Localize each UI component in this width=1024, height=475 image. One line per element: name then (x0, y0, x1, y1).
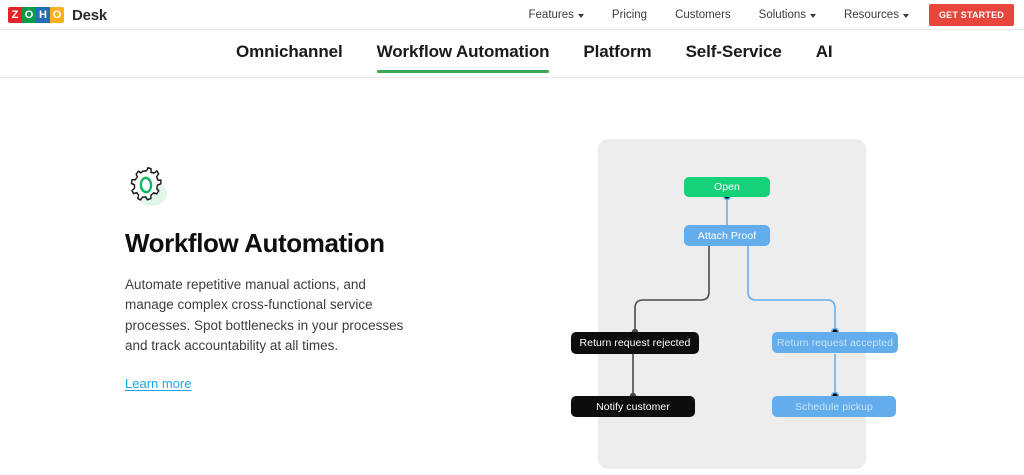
nav-label-features: Features (528, 9, 574, 21)
tab-workflow-automation[interactable]: Workflow Automation (376, 31, 550, 73)
top-navigation: Features Pricing Customers Solutions Res… (515, 0, 1024, 30)
nav-item-pricing[interactable]: Pricing (598, 0, 661, 30)
chevron-down-icon (809, 14, 816, 18)
nav-item-features[interactable]: Features (515, 0, 598, 30)
logo-tile-o2: O (50, 7, 64, 23)
nav-label-resources: Resources (843, 9, 899, 21)
learn-more-link[interactable]: Learn more (125, 375, 192, 391)
workflow-node-return-request-accepted[interactable]: Return request accepted (772, 332, 898, 353)
tab-omnichannel[interactable]: Omnichannel (236, 42, 343, 61)
nav-label-pricing: Pricing (611, 9, 648, 21)
feature-tabs: Omnichannel Workflow Automation Platform… (236, 31, 867, 78)
get-started-button[interactable]: GET STARTED (928, 4, 1014, 26)
logo-tile-h: H (36, 7, 50, 23)
feature-description: Automate repetitive manual actions, and … (125, 276, 404, 354)
logo-tile-o1: O (22, 7, 36, 23)
nav-item-solutions[interactable]: Solutions (745, 0, 830, 30)
workflow-node-attach-proof[interactable]: Attach Proof (684, 225, 770, 246)
feature-tab-bar: Omnichannel Workflow Automation Platform… (0, 31, 1024, 78)
gear-icon (125, 165, 171, 211)
zoho-logo-icon: Z O H O (8, 7, 64, 23)
nav-item-customers[interactable]: Customers (661, 0, 745, 30)
nav-item-resources[interactable]: Resources (830, 0, 923, 30)
chevron-down-icon (577, 14, 584, 18)
site-header: Z O H O Desk Features Pricing Customers … (0, 0, 1024, 30)
nav-label-customers: Customers (675, 9, 731, 21)
nav-label-solutions: Solutions (758, 9, 806, 21)
workflow-node-open[interactable]: Open (684, 177, 770, 197)
feature-content: Workflow Automation Automate repetitive … (125, 165, 425, 393)
tab-self-service[interactable]: Self-Service (685, 42, 782, 61)
workflow-node-notify-customer[interactable]: Notify customer (571, 396, 695, 417)
logo-tile-z: Z (8, 7, 22, 23)
product-name: Desk (72, 6, 108, 24)
page-title: Workflow Automation (125, 228, 385, 258)
tab-platform[interactable]: Platform (583, 42, 652, 61)
workflow-node-return-request-rejected[interactable]: Return request rejected (571, 332, 699, 354)
brand-logo[interactable]: Z O H O Desk (8, 2, 107, 28)
workflow-node-schedule-pickup[interactable]: Schedule pickup (772, 396, 896, 417)
chevron-down-icon (902, 14, 909, 18)
tab-ai[interactable]: AI (815, 42, 833, 61)
